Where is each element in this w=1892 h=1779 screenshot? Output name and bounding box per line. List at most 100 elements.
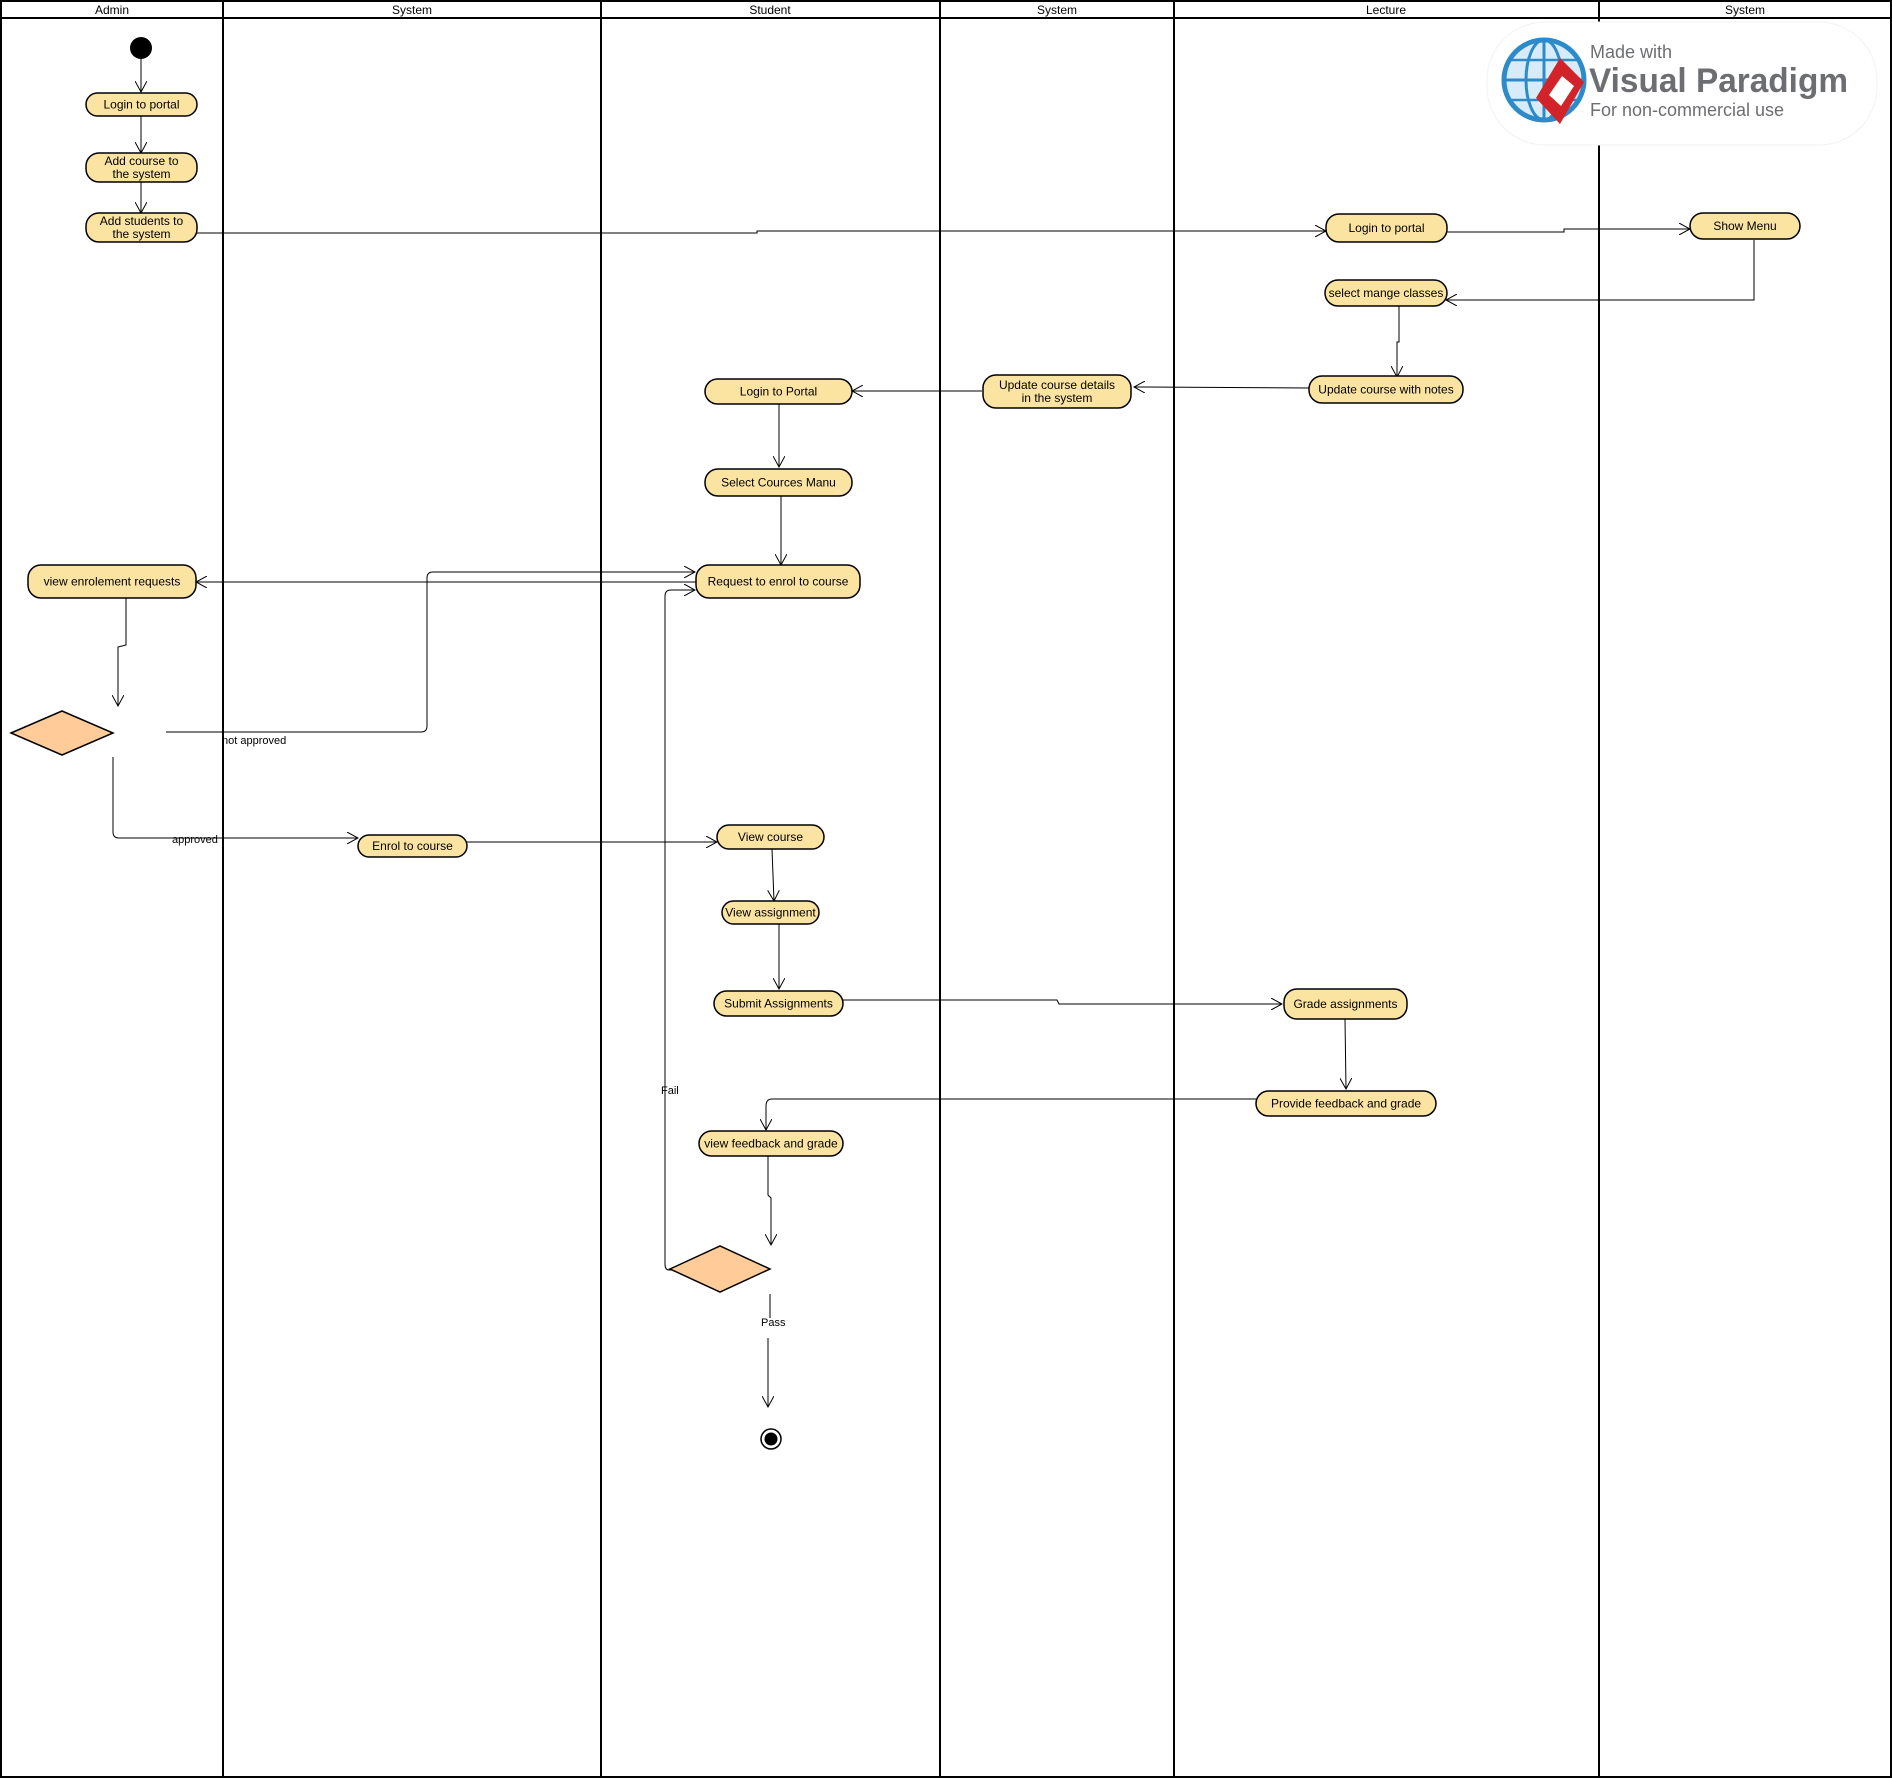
- flow-view-requests-to-decision: [118, 598, 127, 706]
- flow-submit-to-grade: [843, 1000, 1282, 1004]
- action-box: [982, 374, 1132, 409]
- action-st-request: Request to enrol to course: [695, 564, 861, 599]
- action-box: [85, 212, 198, 243]
- action-label: Login to portal: [1348, 221, 1424, 235]
- swimlane-title-admin: Admin: [95, 3, 129, 17]
- flow-approved-to-enrol: [112, 757, 358, 838]
- action-l-login: Login to portal: [1325, 213, 1448, 243]
- flow-view-feedback-to-decision: [768, 1156, 771, 1245]
- action-box: [704, 468, 853, 497]
- flow-update-notes-to-system-update: [1134, 387, 1310, 388]
- action-label: Grade assignments: [1293, 997, 1397, 1011]
- action-label: view enrolement requests: [44, 575, 181, 589]
- action-label: Update course with notes: [1318, 383, 1453, 397]
- action-label: Login to portal: [103, 98, 179, 112]
- flow-feedback-to-view-feedback: [766, 1098, 1256, 1130]
- swimlane-title-lecture: Lecture: [1366, 3, 1406, 17]
- action-l-select: select mange classes: [1324, 279, 1448, 307]
- action-box: [1283, 988, 1408, 1020]
- action-st-login: Login to Portal: [704, 378, 853, 405]
- action-l-update: Update course with notes: [1308, 375, 1464, 404]
- action-box: [1255, 1090, 1437, 1117]
- action-st-viewfeedback: view feedback and grade: [698, 1130, 844, 1157]
- action-st-viewassign: View assignment: [721, 900, 820, 925]
- action-box: [1324, 279, 1448, 307]
- flow-fail-to-request: [664, 590, 721, 1271]
- connectors: [112, 58, 1755, 1407]
- flow-grade-to-feedback: [1345, 1018, 1346, 1089]
- watermark-made-with: Made with: [1590, 42, 1672, 62]
- action-label: Submit Assignments: [724, 997, 833, 1011]
- action-l-grade: Grade assignments: [1283, 988, 1408, 1020]
- watermark-note: For non-commercial use: [1590, 100, 1784, 120]
- decision-d-admin: [9, 710, 115, 756]
- action-label: Enrol to course: [372, 839, 453, 853]
- action-box: [695, 564, 861, 599]
- final-node: [760, 1428, 782, 1450]
- action-label: View assignment: [725, 906, 816, 920]
- action-a-login: Login to portal: [85, 92, 198, 117]
- action-box: [698, 1130, 844, 1157]
- edge-label-not-approved: not approved: [222, 735, 286, 747]
- action-s3-menu: Show Menu: [1689, 212, 1801, 240]
- action-box: [27, 564, 197, 599]
- action-box: [357, 834, 468, 858]
- action-st-submit: Submit Assignments: [713, 990, 844, 1017]
- edge-label-approved: approved: [172, 834, 218, 846]
- action-s1-enrol: Enrol to course: [357, 834, 468, 858]
- swimlane-title-system-3: System: [1725, 3, 1765, 17]
- action-l-feedback: Provide feedback and grade: [1255, 1090, 1437, 1117]
- action-label: Provide feedback and grade: [1271, 1097, 1421, 1111]
- action-label: Show Menu: [1713, 219, 1776, 233]
- action-st-select: Select Cources Manu: [704, 468, 853, 497]
- flow-show-menu-to-select-classes: [1446, 240, 1755, 300]
- decision-d-student: [668, 1245, 772, 1293]
- action-a-view: view enrolement requests: [27, 564, 197, 599]
- flow-pass-to-end: [768, 1294, 770, 1407]
- action-label: Select Cources Manu: [721, 476, 836, 490]
- action-box: [721, 900, 820, 925]
- action-box: [1325, 213, 1448, 243]
- final-node-core: [764, 1432, 778, 1446]
- action-label: Request to enrol to course: [708, 575, 849, 589]
- action-box: [1308, 375, 1464, 404]
- edge-label-pass: Pass: [761, 1317, 786, 1329]
- action-label: select mange classes: [1329, 286, 1444, 300]
- flow-select-classes-to-update-notes: [1397, 306, 1399, 377]
- flow-admin-to-lecturer-login: [197, 231, 1326, 233]
- edge-label-fail: Fail: [661, 1085, 679, 1097]
- decision-nodes: [9, 710, 772, 1293]
- action-label: View course: [738, 830, 803, 844]
- flow-view-course-to-view-assignment: [772, 848, 774, 901]
- watermark-brand: Visual Paradigm: [1589, 62, 1848, 100]
- action-box: [85, 92, 198, 117]
- action-st-viewcourse: View course: [716, 824, 825, 850]
- action-label: Login to Portal: [740, 385, 817, 399]
- swimlane-title-system-2: System: [1037, 3, 1077, 17]
- flow-not-approved-to-request: [166, 572, 695, 733]
- flow-lecturer-login-to-show-menu: [1447, 229, 1690, 232]
- initial-node: [130, 37, 152, 59]
- swimlane-title-student: Student: [749, 3, 791, 17]
- swimlane-title-system-1: System: [392, 3, 432, 17]
- action-box: [704, 378, 853, 405]
- action-box: [713, 990, 844, 1017]
- action-box: [85, 152, 198, 183]
- globe-logo-icon: [1501, 37, 1587, 124]
- visual-paradigm-watermark: Made with Visual Paradigm For non-commer…: [1486, 21, 1878, 146]
- edge-labels: not approved approved Fail Pass: [172, 735, 786, 1329]
- action-box: [716, 824, 825, 850]
- action-label: view feedback and grade: [704, 1137, 838, 1151]
- action-box: [1689, 212, 1801, 240]
